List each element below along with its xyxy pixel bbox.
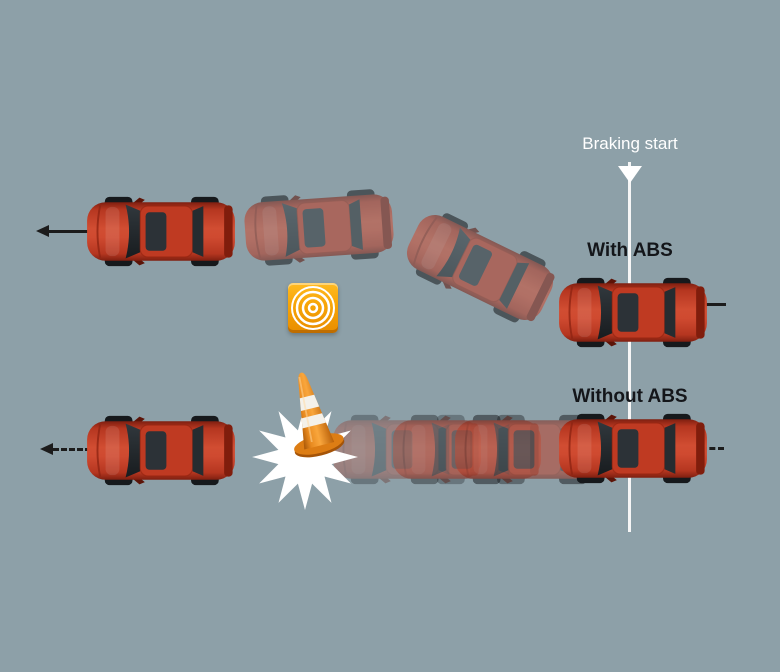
car-with-abs-final	[84, 196, 238, 267]
travel-line-with-abs	[49, 229, 103, 233]
arrow-left-solid-icon	[36, 225, 103, 237]
braking-start-line	[628, 162, 631, 532]
car-with-abs-trail-1	[240, 187, 399, 269]
car-without-abs-start	[556, 413, 710, 484]
car-without-abs-final	[84, 415, 238, 486]
abs-indicator-icon	[288, 283, 338, 333]
braking-start-label: Braking start	[582, 134, 678, 153]
with-abs-label: With ABS	[587, 240, 673, 261]
car-with-abs-start	[556, 277, 710, 348]
arrow-left-dashed-icon	[40, 443, 99, 455]
braking-start-marker-icon	[618, 166, 642, 183]
without-abs-label: Without ABS	[572, 386, 688, 407]
arrowhead-icon	[36, 225, 49, 237]
car-with-abs-trail-2	[395, 202, 565, 333]
arrowhead-icon	[40, 443, 53, 455]
travel-line-without-abs	[53, 447, 99, 451]
